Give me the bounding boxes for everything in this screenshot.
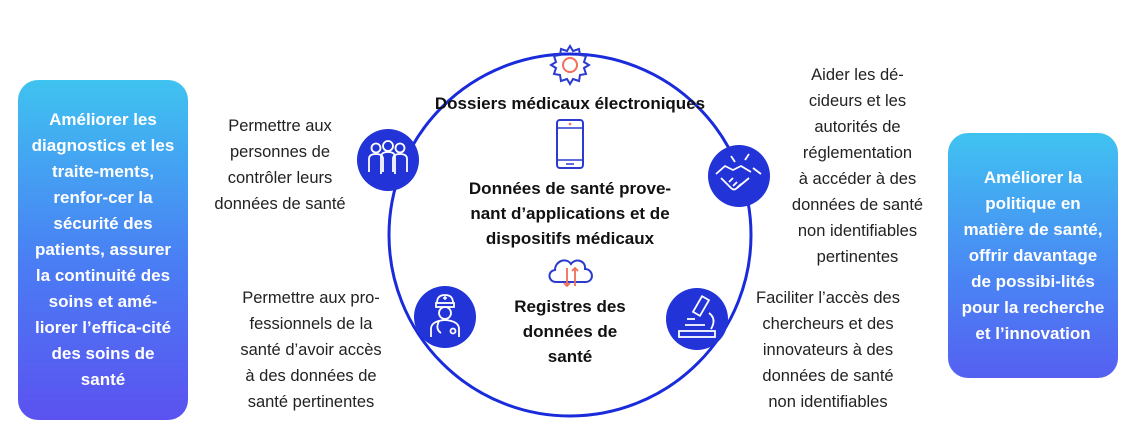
handshake-icon <box>708 145 770 207</box>
left-goal-text: Améliorer les diagnostics et les traite-… <box>31 110 175 389</box>
center-label-ehr: Dossiers médicaux électroniques <box>434 94 706 113</box>
right-goal-text: Améliorer la politique en matière de san… <box>961 167 1105 343</box>
center-label-registries: Registres des données de santé <box>514 297 626 366</box>
doctor-icon <box>414 286 476 348</box>
center-label-apps-devices: Données de santé prove- nant d’applicati… <box>468 179 672 248</box>
text-bottom-right: Faciliter l’accès des chercheurs et des … <box>756 289 900 411</box>
microscope-icon <box>666 288 728 350</box>
cloud-sync-icon <box>548 259 593 288</box>
gear-icon <box>549 44 591 86</box>
left-goal-box: Améliorer les diagnostics et les traite-… <box>18 80 188 420</box>
text-top-left: Permettre aux personnes de contrôler leu… <box>214 117 346 213</box>
smartphone-icon <box>556 119 584 169</box>
right-goal-box: Améliorer la politique en matière de san… <box>948 133 1118 378</box>
text-top-right: Aider les dé- cideurs et les autorités d… <box>791 66 924 266</box>
people-group-icon <box>357 129 419 191</box>
main-circle <box>387 52 753 418</box>
text-bottom-left: Permettre aux pro- fessionnels de la san… <box>240 289 382 411</box>
